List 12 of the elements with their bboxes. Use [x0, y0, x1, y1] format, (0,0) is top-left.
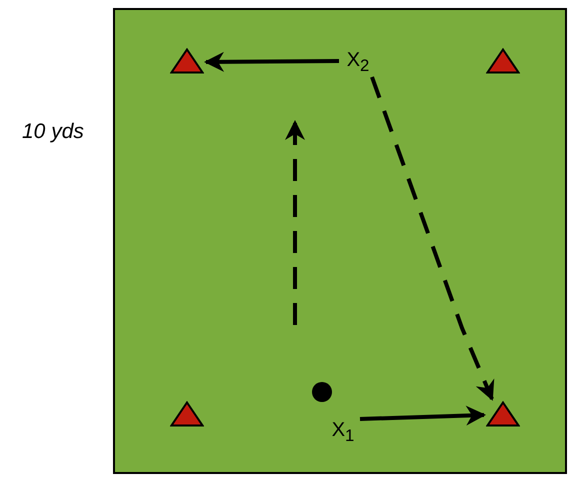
arrow — [204, 52, 340, 72]
cone-icon — [170, 401, 204, 427]
cone-icon — [486, 48, 520, 74]
player-label: X$_{1}$ — [328, 417, 358, 445]
cone-icon — [170, 48, 204, 74]
cone-icon — [486, 401, 520, 427]
arrow — [370, 76, 494, 401]
field-area — [113, 8, 567, 474]
arrow — [360, 406, 486, 426]
player-label: X$_{2}$ — [341, 47, 375, 75]
dimension-label: 10 yds — [22, 120, 84, 144]
ball-icon — [312, 382, 332, 402]
